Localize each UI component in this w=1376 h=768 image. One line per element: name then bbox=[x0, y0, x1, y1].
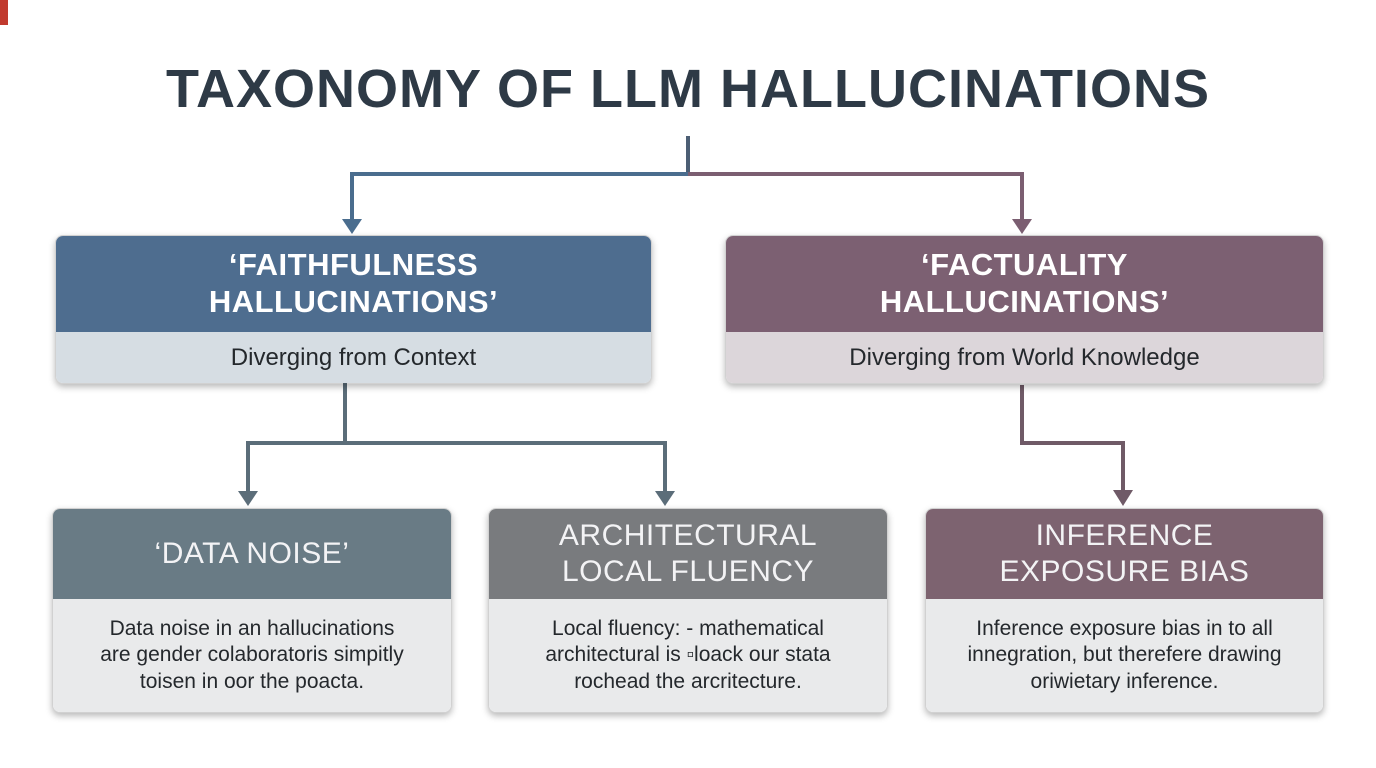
factuality-title-line2: HALLUCINATIONS’ bbox=[879, 284, 1170, 319]
inference-title-line1: INFERENCE bbox=[1035, 519, 1214, 552]
architectural-body-line1: Local fluency: - mathematical bbox=[552, 617, 824, 641]
data-noise-title: ‘DATA NOISE’ bbox=[154, 537, 350, 570]
arrow-down-icon-data-noise bbox=[238, 491, 258, 506]
factuality-subtitle: Diverging from World Knowledge bbox=[726, 332, 1323, 383]
faithfulness-subtitle: Diverging from Context bbox=[56, 332, 651, 383]
data-noise-body-line2: are gender colaboratoris simpitly bbox=[100, 643, 404, 667]
corner-artifact bbox=[0, 0, 8, 25]
page-title: TAXONOMY OF LLM HALLUCINATIONS bbox=[166, 59, 1210, 119]
faithfulness-title-line2: HALLUCINATIONS’ bbox=[208, 284, 499, 319]
data-noise-body: Data noise in an hallucinations are gend… bbox=[53, 599, 451, 712]
inference-body-line2: innegration, but therefere drawing bbox=[967, 643, 1282, 667]
node-inference-exposure-bias: INFERENCE EXPOSURE BIAS Inference exposu… bbox=[925, 508, 1324, 713]
arrow-down-icon-architectural bbox=[655, 491, 675, 506]
inference-title-line2: EXPOSURE BIAS bbox=[999, 555, 1250, 588]
factuality-title-line1: ‘FACTUALITY bbox=[921, 247, 1128, 283]
connector-to-data-noise-and-architectural bbox=[246, 441, 667, 492]
architectural-title-line2: LOCAL FLUENCY bbox=[561, 555, 815, 588]
architectural-header: ARCHITECTURAL LOCAL FLUENCY bbox=[489, 509, 887, 599]
arrow-down-icon-inference bbox=[1113, 490, 1133, 506]
inference-body-line1: Inference exposure bias in to all bbox=[976, 617, 1273, 641]
architectural-body: Local fluency: - mathematical architectu… bbox=[489, 599, 887, 712]
connector-to-inference bbox=[1020, 385, 1125, 491]
faithfulness-header: ‘FAITHFULNESS HALLUCINATIONS’ bbox=[56, 236, 651, 332]
architectural-body-line3: rochead the arcritecture. bbox=[574, 669, 802, 693]
architectural-title-line1: ARCHITECTURAL bbox=[558, 519, 818, 552]
connector-to-faithfulness bbox=[350, 172, 688, 222]
factuality-header: ‘FACTUALITY HALLUCINATIONS’ bbox=[726, 236, 1323, 332]
node-factuality-hallucinations: ‘FACTUALITY HALLUCINATIONS’ Diverging fr… bbox=[725, 235, 1324, 384]
node-data-noise: ‘DATA NOISE’ Data noise in an hallucinat… bbox=[52, 508, 452, 713]
arrow-down-icon-faithfulness bbox=[342, 219, 362, 234]
inference-body: Inference exposure bias in to all innegr… bbox=[926, 599, 1323, 712]
connector-to-factuality bbox=[688, 172, 1024, 222]
arrow-down-icon-factuality bbox=[1012, 219, 1032, 234]
data-noise-body-line1: Data noise in an hallucinations bbox=[109, 617, 395, 641]
data-noise-header: ‘DATA NOISE’ bbox=[53, 509, 451, 599]
inference-body-line3: oriwietary inference. bbox=[1030, 669, 1219, 693]
faithfulness-title-line1: ‘FAITHFULNESS bbox=[228, 247, 479, 283]
inference-header: INFERENCE EXPOSURE BIAS bbox=[926, 509, 1323, 599]
node-architectural-local-fluency: ARCHITECTURAL LOCAL FLUENCY Local fluenc… bbox=[488, 508, 888, 713]
node-faithfulness-hallucinations: ‘FAITHFULNESS HALLUCINATIONS’ Diverging … bbox=[55, 235, 652, 384]
architectural-body-line2: architectural is ▫loack our stata bbox=[545, 643, 831, 667]
data-noise-body-line3: toisen in oor the poacta. bbox=[139, 669, 365, 693]
